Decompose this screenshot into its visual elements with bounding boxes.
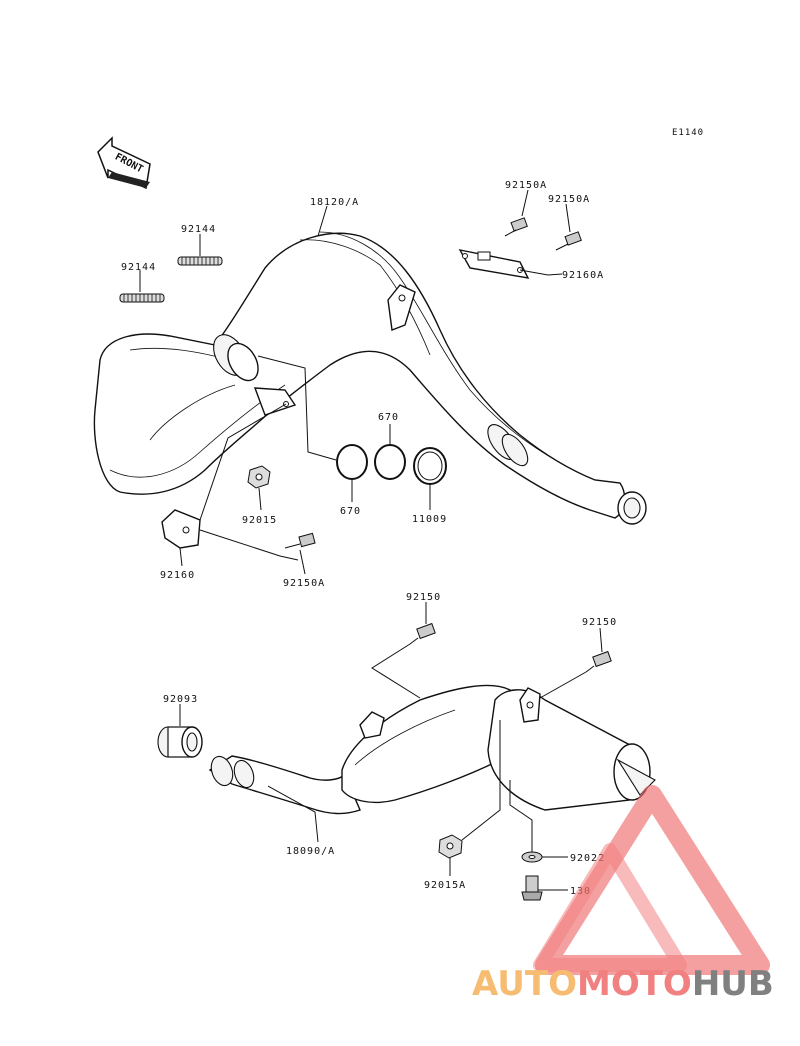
- label-92022: 92022: [570, 853, 605, 864]
- exhaust-chamber-18120: [93, 231, 647, 525]
- damper-92093: [157, 726, 203, 758]
- bolt-92150a-1: [504, 217, 528, 237]
- bolt-130: [521, 875, 543, 901]
- silencer-18090: [208, 684, 656, 815]
- label-11009: 11009: [412, 514, 447, 525]
- label-92093: 92093: [163, 694, 198, 705]
- label-92015a: 92015A: [424, 880, 466, 891]
- nut-92015: [247, 465, 271, 489]
- label-18120: 18120/A: [310, 197, 359, 208]
- label-92150a-3: 92150A: [283, 578, 325, 589]
- watermark-moto: MOTO: [577, 964, 692, 1004]
- spring-92144-b: [119, 293, 165, 303]
- bolt-92150a-3: [284, 532, 316, 549]
- label-670-a: 670: [378, 412, 399, 423]
- label-92150-a: 92150: [406, 592, 441, 603]
- o-ring-670-a: [336, 444, 368, 480]
- label-92150a-1: 92150A: [505, 180, 547, 191]
- label-18090: 18090/A: [286, 846, 335, 857]
- o-ring-670-b: [374, 444, 406, 480]
- label-92150-b: 92150: [582, 617, 617, 628]
- front-arrow-icon: FRONT: [97, 136, 151, 190]
- label-92144-a: 92144: [181, 224, 216, 235]
- spring-92144-a: [177, 256, 223, 266]
- watermark-hub: HUB: [692, 964, 774, 1004]
- watermark-logo: AUTOMOTOHUB: [472, 785, 774, 1004]
- bolt-92150a-2: [555, 231, 582, 251]
- label-670-b: 670: [340, 506, 361, 517]
- label-92160: 92160: [160, 570, 195, 581]
- label-92150a-2: 92150A: [548, 194, 590, 205]
- bolt-92150-b: [585, 650, 612, 673]
- label-92160a: 92160A: [562, 270, 604, 281]
- bracket-92160a: [458, 249, 530, 279]
- nut-92015a: [438, 834, 463, 859]
- watermark-auto: AUTO: [472, 964, 577, 1004]
- diagram-code: E1140: [672, 128, 704, 138]
- leader-lines: [139, 189, 603, 891]
- label-92144-b: 92144: [121, 262, 156, 273]
- watermark-text: AUTOMOTOHUB: [472, 964, 774, 1004]
- bolt-92150-a: [409, 622, 436, 645]
- label-92015: 92015: [242, 515, 277, 526]
- gasket-11009: [413, 447, 447, 485]
- bracket-92160: [161, 509, 201, 549]
- washer-92022: [521, 851, 543, 863]
